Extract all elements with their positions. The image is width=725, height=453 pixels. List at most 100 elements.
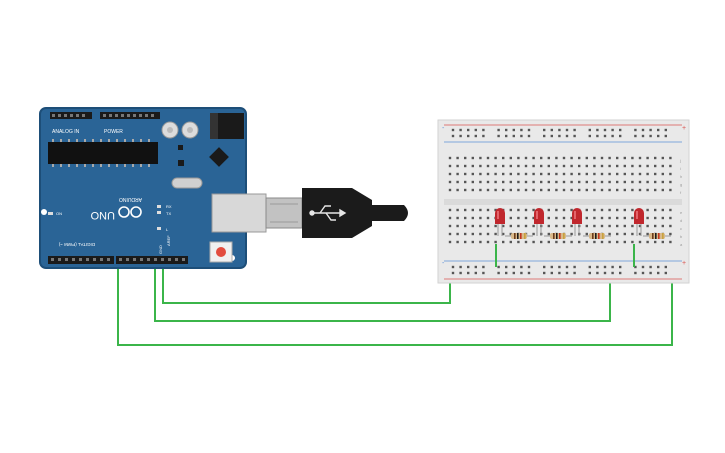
- led[interactable]: [572, 208, 582, 236]
- breadboard-hole[interactable]: [479, 232, 482, 236]
- breadboard-hole[interactable]: [619, 271, 622, 275]
- breadboard-hole[interactable]: [517, 216, 520, 220]
- breadboard-hole[interactable]: [532, 224, 535, 228]
- breadboard-hole[interactable]: [608, 164, 611, 168]
- led[interactable]: [634, 208, 644, 236]
- breadboard-hole[interactable]: [578, 156, 581, 160]
- breadboard-hole[interactable]: [555, 180, 558, 184]
- breadboard-hole[interactable]: [608, 208, 611, 212]
- breadboard-hole[interactable]: [641, 128, 645, 132]
- breadboard-hole[interactable]: [448, 156, 452, 160]
- breadboard-hole[interactable]: [631, 240, 634, 244]
- breadboard-hole[interactable]: [562, 172, 566, 176]
- breadboard-hole[interactable]: [588, 128, 591, 132]
- breadboard-hole[interactable]: [540, 240, 543, 244]
- breadboard-hole[interactable]: [547, 188, 550, 192]
- breadboard-hole[interactable]: [638, 232, 642, 236]
- breadboard-hole[interactable]: [467, 265, 470, 269]
- breadboard-hole[interactable]: [641, 271, 645, 275]
- breadboard-hole[interactable]: [494, 232, 497, 236]
- breadboard-hole[interactable]: [638, 164, 642, 168]
- breadboard-hole[interactable]: [479, 156, 482, 160]
- breadboard-hole[interactable]: [479, 216, 482, 220]
- breadboard-hole[interactable]: [570, 172, 573, 176]
- breadboard-hole[interactable]: [456, 180, 459, 184]
- breadboard-hole[interactable]: [646, 164, 649, 168]
- breadboard-hole[interactable]: [631, 156, 634, 160]
- breadboard-hole[interactable]: [502, 156, 505, 160]
- breadboard-hole[interactable]: [585, 188, 588, 192]
- breadboard-hole[interactable]: [646, 180, 649, 184]
- breadboard-hole[interactable]: [479, 240, 482, 244]
- breadboard-hole[interactable]: [600, 208, 604, 212]
- breadboard-hole[interactable]: [661, 216, 664, 220]
- breadboard-hole[interactable]: [623, 240, 626, 244]
- breadboard-hole[interactable]: [593, 172, 596, 176]
- breadboard-hole[interactable]: [669, 172, 672, 176]
- breadboard-hole[interactable]: [585, 232, 588, 236]
- breadboard-hole[interactable]: [570, 156, 573, 160]
- breadboard-hole[interactable]: [616, 240, 619, 244]
- breadboard-hole[interactable]: [456, 216, 459, 220]
- breadboard-hole[interactable]: [593, 216, 596, 220]
- breadboard-hole[interactable]: [451, 271, 455, 275]
- breadboard-hole[interactable]: [631, 224, 634, 228]
- breadboard-hole[interactable]: [631, 208, 634, 212]
- breadboard-hole[interactable]: [502, 224, 505, 228]
- breadboard-hole[interactable]: [464, 172, 467, 176]
- breadboard-hole[interactable]: [509, 224, 512, 228]
- breadboard-hole[interactable]: [547, 164, 550, 168]
- breadboard-hole[interactable]: [664, 271, 667, 275]
- breadboard-hole[interactable]: [456, 240, 459, 244]
- breadboard-hole[interactable]: [464, 240, 467, 244]
- usb-cable[interactable]: [211, 188, 408, 238]
- breadboard-hole[interactable]: [464, 188, 467, 192]
- breadboard-hole[interactable]: [661, 164, 664, 168]
- breadboard-hole[interactable]: [661, 188, 664, 192]
- breadboard-hole[interactable]: [517, 224, 520, 228]
- breadboard-hole[interactable]: [562, 188, 566, 192]
- breadboard-hole[interactable]: [657, 271, 660, 275]
- breadboard-hole[interactable]: [502, 188, 505, 192]
- breadboard-hole[interactable]: [448, 164, 452, 168]
- breadboard-hole[interactable]: [603, 265, 607, 269]
- breadboard-hole[interactable]: [570, 224, 573, 228]
- breadboard-hole[interactable]: [502, 164, 505, 168]
- breadboard-hole[interactable]: [532, 156, 535, 160]
- breadboard-hole[interactable]: [497, 134, 500, 138]
- breadboard-hole[interactable]: [486, 156, 490, 160]
- breadboard-hole[interactable]: [494, 164, 497, 168]
- breadboard-hole[interactable]: [641, 265, 645, 269]
- breadboard-hole[interactable]: [654, 224, 657, 228]
- breadboard-hole[interactable]: [464, 216, 467, 220]
- breadboard-hole[interactable]: [616, 188, 619, 192]
- breadboard-hole[interactable]: [558, 128, 561, 132]
- breadboard-hole[interactable]: [505, 265, 508, 269]
- breadboard-hole[interactable]: [540, 172, 543, 176]
- breadboard-hole[interactable]: [505, 128, 508, 132]
- breadboard-hole[interactable]: [448, 224, 452, 228]
- wire-gnd-to-breadboard[interactable]: [162, 258, 451, 304]
- breadboard-hole[interactable]: [464, 224, 467, 228]
- breadboard-hole[interactable]: [619, 134, 622, 138]
- breadboard-hole[interactable]: [570, 180, 573, 184]
- breadboard-hole[interactable]: [464, 164, 467, 168]
- breadboard-hole[interactable]: [471, 224, 474, 228]
- breadboard-hole[interactable]: [532, 180, 535, 184]
- breadboard-hole[interactable]: [638, 180, 642, 184]
- breadboard-hole[interactable]: [623, 232, 626, 236]
- breadboard-hole[interactable]: [448, 180, 452, 184]
- breadboard-hole[interactable]: [600, 216, 604, 220]
- breadboard-hole[interactable]: [448, 208, 452, 212]
- breadboard-hole[interactable]: [524, 188, 528, 192]
- breadboard-hole[interactable]: [517, 240, 520, 244]
- breadboard-hole[interactable]: [669, 216, 672, 220]
- breadboard-hole[interactable]: [570, 232, 573, 236]
- breadboard-hole[interactable]: [619, 265, 622, 269]
- breadboard-hole[interactable]: [502, 240, 505, 244]
- breadboard-hole[interactable]: [555, 156, 558, 160]
- breadboard-hole[interactable]: [596, 134, 599, 138]
- breadboard-hole[interactable]: [459, 271, 462, 275]
- breadboard-hole[interactable]: [555, 224, 558, 228]
- breadboard-hole[interactable]: [562, 156, 566, 160]
